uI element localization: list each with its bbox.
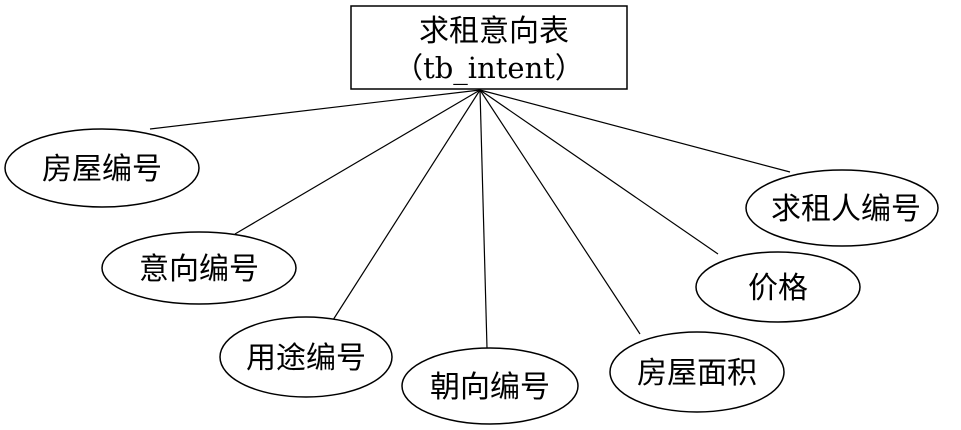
attribute-label: 意向编号 <box>139 252 259 287</box>
entity-subtitle: （tb_intent） <box>394 51 584 86</box>
attribute-label: 求租人编号 <box>771 192 921 227</box>
attribute-ellipse <box>609 331 785 413</box>
attribute-label: 用途编号 <box>246 341 366 376</box>
attribute-ellipse <box>401 347 579 425</box>
connector-line <box>479 89 719 255</box>
connector-line <box>479 89 488 349</box>
connector-line <box>479 89 791 173</box>
entity-title: 求租意向表 <box>419 14 569 49</box>
connector-line <box>332 89 481 321</box>
attribute-label: 房屋编号 <box>42 152 162 187</box>
connector-line <box>479 89 641 335</box>
attribute-label: 朝向编号 <box>430 370 550 405</box>
attribute-label: 价格 <box>748 271 808 306</box>
attribute-ellipse <box>745 169 939 247</box>
connector-line <box>234 89 481 235</box>
attribute-ellipse <box>695 251 861 323</box>
attribute-ellipse <box>101 231 297 305</box>
attribute-label: 房屋面积 <box>637 356 757 391</box>
connector-line <box>149 89 481 130</box>
attribute-ellipse <box>219 316 393 398</box>
attribute-ellipse <box>4 128 200 208</box>
entity-box: 求租意向表 （tb_intent） <box>350 5 628 90</box>
